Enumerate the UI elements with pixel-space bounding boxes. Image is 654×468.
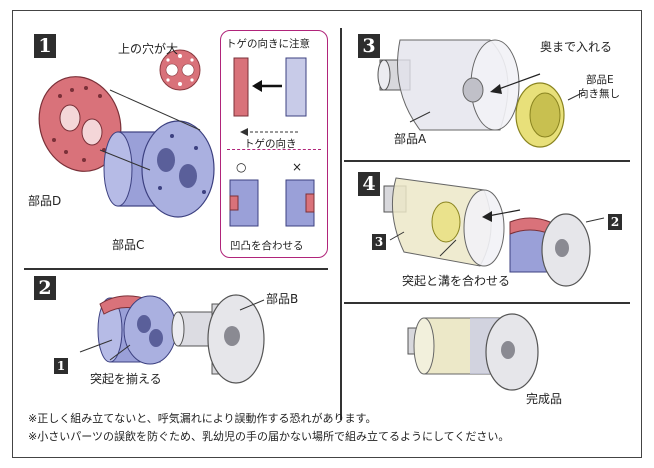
left-horizontal-divider xyxy=(24,268,328,270)
spike-caution-label: トゲの向きに注意 xyxy=(226,38,310,50)
step-number-3: 3 xyxy=(358,34,380,58)
ok-ng-diagram xyxy=(229,179,315,227)
spike-direction-diagram xyxy=(233,57,307,136)
inset-dashed-divider xyxy=(227,149,321,150)
ref-number-2: 2 xyxy=(608,214,622,230)
step4-assembly-illustration xyxy=(383,177,605,287)
part-c-label: 部品C xyxy=(112,238,145,252)
step-number-2: 2 xyxy=(34,276,56,300)
step2-assembly-illustration xyxy=(79,294,265,384)
push-all-way-label: 奥まで入れる xyxy=(540,40,613,54)
warning-note-1: ※正しく組み立てないと、呼気漏れにより誤動作する恐れがあります。 xyxy=(28,412,377,425)
warning-note-2: ※小さいパーツの誤飲を防ぐため、乳幼児の手の届かない場所で組み立てるようにしてく… xyxy=(28,430,510,443)
align-protrusion-label: 突起を揃える xyxy=(90,372,162,386)
match-groove-label: 突起と溝を合わせる xyxy=(402,274,511,288)
step3-assembly-illustration xyxy=(377,39,585,148)
right-divider-bottom xyxy=(344,302,630,304)
finished-product-illustration xyxy=(407,313,539,391)
part-d-label: 部品D xyxy=(28,194,62,208)
no-orientation-label: 向き無し xyxy=(578,88,620,100)
part-d-illustration xyxy=(38,76,122,172)
spike-direction-label: トゲの向き xyxy=(244,138,297,150)
ok-mark: ○ xyxy=(236,160,247,174)
ref-number-3: 3 xyxy=(372,234,386,250)
vertical-divider xyxy=(340,28,342,420)
step-number-1: 1 xyxy=(34,34,56,58)
match-convex-label: 凹凸を合わせる xyxy=(230,240,304,252)
hole-large-label: 上の穴が大 xyxy=(118,42,179,56)
right-divider-top xyxy=(344,160,630,162)
ng-mark: × xyxy=(292,160,303,174)
part-e-label: 部品E xyxy=(586,74,614,86)
ref-number-1: 1 xyxy=(54,358,68,374)
step-number-4: 4 xyxy=(358,172,380,196)
part-a-label: 部品A xyxy=(394,132,427,146)
part-c-illustration xyxy=(103,120,215,218)
perforated-disc-icon xyxy=(159,49,201,91)
caution-inset xyxy=(220,30,328,258)
finished-product-label: 完成品 xyxy=(526,392,563,406)
part-b-label: 部品B xyxy=(266,292,299,306)
